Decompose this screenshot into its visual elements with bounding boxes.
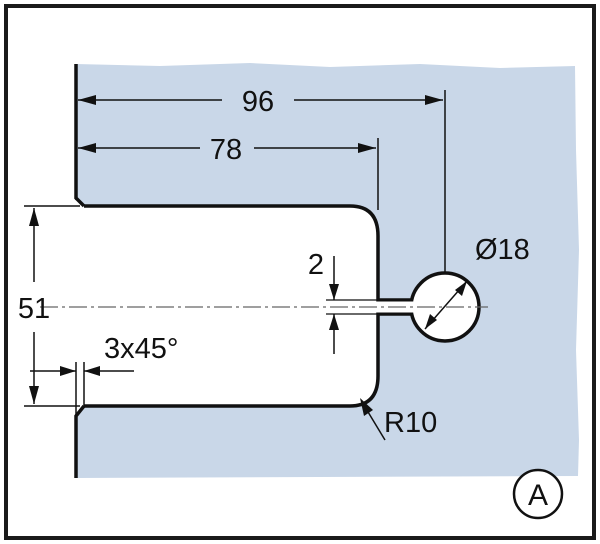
dimension-diameter: Ø18 bbox=[424, 234, 530, 330]
glass-panel bbox=[76, 63, 579, 478]
dim-radius-label: R10 bbox=[384, 407, 437, 439]
dimension-radius: R10 bbox=[360, 398, 437, 441]
view-label-text: A bbox=[528, 479, 548, 512]
dim-96-label: 96 bbox=[242, 86, 274, 118]
dimension-96: 96 bbox=[78, 86, 443, 118]
dimension-2: 2 bbox=[308, 249, 378, 354]
dimension-chamfer: 3x45° bbox=[30, 333, 178, 376]
view-label-badge: A bbox=[512, 468, 564, 520]
dim-2-label: 2 bbox=[308, 249, 324, 281]
dimension-51: 51 bbox=[18, 208, 50, 404]
dim-diameter-label: Ø18 bbox=[475, 234, 530, 266]
dim-chamfer-label: 3x45° bbox=[104, 333, 178, 365]
dim-51-label: 51 bbox=[18, 293, 50, 325]
cutout-outline bbox=[84, 204, 412, 408]
dim-78-label: 78 bbox=[210, 134, 242, 166]
dimension-78: 78 bbox=[78, 134, 376, 166]
